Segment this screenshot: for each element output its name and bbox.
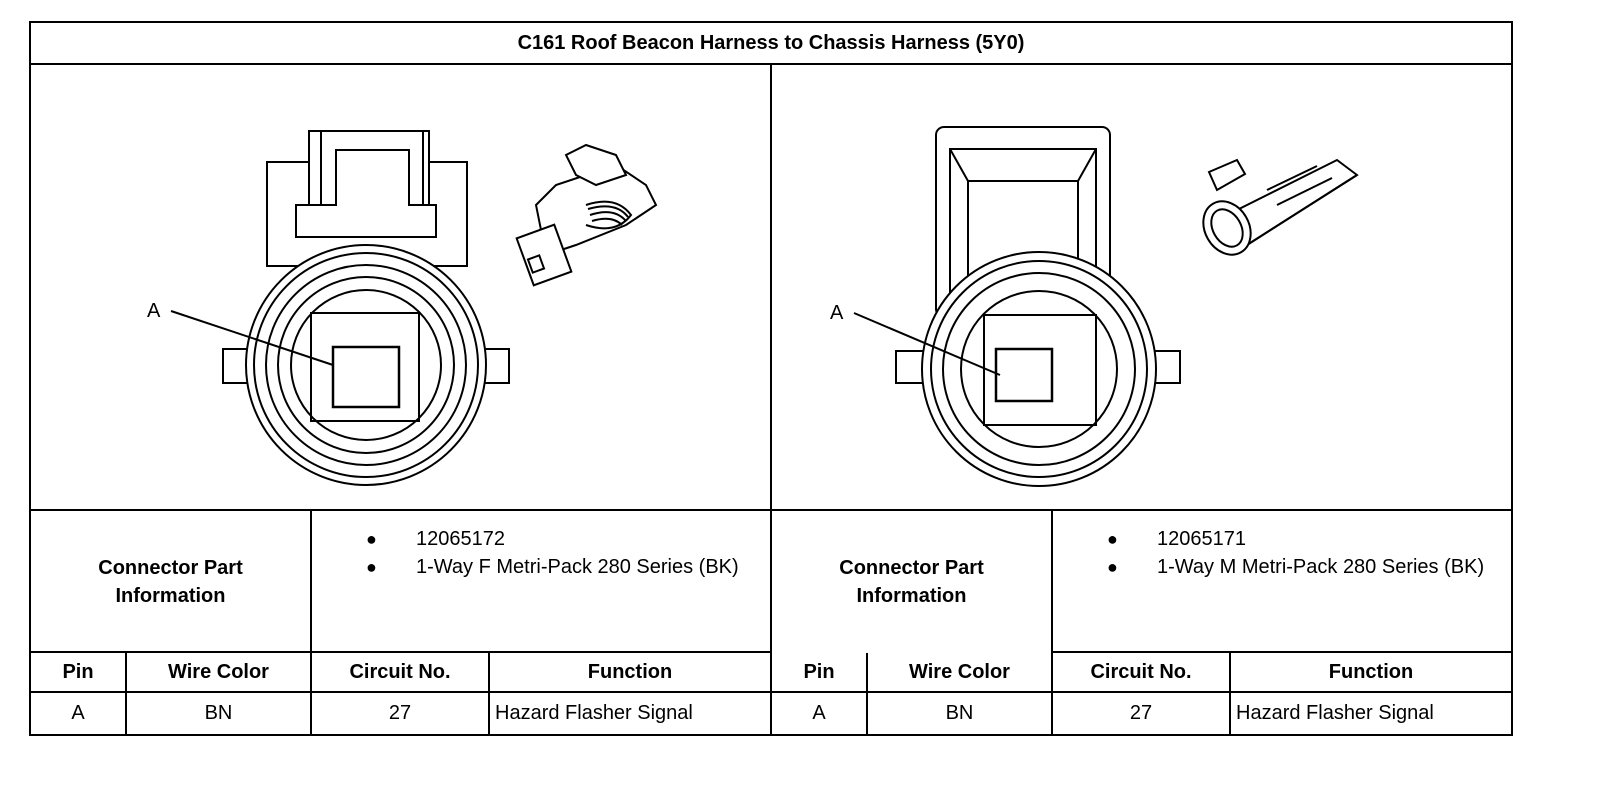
bullet-icon: ● bbox=[1107, 557, 1118, 577]
list-item: ● 12065172 bbox=[312, 525, 770, 553]
right-connector-drawing: A bbox=[772, 65, 1511, 511]
right-part-info-list: ● 12065171 ● 1-Way M Metri-Pack 280 Series… bbox=[1053, 511, 1511, 653]
bullet-icon: ● bbox=[366, 529, 377, 549]
left-header-function: Function bbox=[490, 653, 772, 693]
table-cell-circuit: 27 bbox=[312, 693, 490, 734]
left-part-description: 1-Way F Metri-Pack 280 Series (BK) bbox=[416, 556, 739, 578]
right-connector-part-label: Connector Part Information bbox=[772, 511, 1053, 653]
right-header-circuit: Circuit No. bbox=[1053, 653, 1231, 693]
table-cell-function: Hazard Flasher Signal bbox=[1236, 702, 1434, 724]
right-header-function: Function bbox=[1231, 653, 1511, 693]
table-cell-circuit: 27 bbox=[1053, 693, 1231, 734]
table-cell-wire-color: BN bbox=[127, 693, 312, 734]
table-cell-pin: A bbox=[31, 693, 127, 734]
female-connector-illustration: A bbox=[147, 130, 658, 486]
table-cell-wire-color: BN bbox=[868, 693, 1053, 734]
page-title: C161 Roof Beacon Harness to Chassis Harn… bbox=[31, 23, 1511, 65]
bullet-icon: ● bbox=[366, 557, 377, 577]
pin-a-callout: A bbox=[830, 302, 844, 324]
left-part-number: 12065172 bbox=[416, 528, 505, 550]
right-header-wire-color: Wire Color bbox=[868, 653, 1053, 693]
left-header-circuit: Circuit No. bbox=[312, 653, 490, 693]
connector-sheet: C161 Roof Beacon Harness to Chassis Harn… bbox=[29, 21, 1513, 736]
pin-a-callout: A bbox=[147, 300, 161, 322]
list-item: ● 12065171 bbox=[1053, 525, 1511, 553]
left-header-pin: Pin bbox=[31, 653, 127, 693]
right-part-description: 1-Way M Metri-Pack 280 Series (BK) bbox=[1157, 556, 1485, 578]
left-part-info-list: ● 12065172 ● 1-Way F Metri-Pack 280 Series… bbox=[312, 511, 772, 653]
right-part-number: 12065171 bbox=[1157, 528, 1246, 550]
bullet-icon: ● bbox=[1107, 529, 1118, 549]
table-cell-function: Hazard Flasher Signal bbox=[490, 693, 772, 734]
left-connector-part-label-text: Connector Part Information bbox=[98, 557, 243, 607]
right-header-pin: Pin bbox=[772, 653, 868, 693]
left-header-wire-color: Wire Color bbox=[127, 653, 312, 693]
list-item: ● 1-Way F Metri-Pack 280 Series (BK) bbox=[312, 553, 770, 581]
right-connector-part-label-text: Connector Part Information bbox=[839, 557, 984, 607]
table-cell-pin: A bbox=[772, 693, 868, 734]
male-connector-illustration: A bbox=[830, 126, 1359, 487]
left-connector-drawing: A bbox=[31, 65, 772, 511]
left-connector-part-label: Connector Part Information bbox=[31, 511, 312, 653]
list-item: ● 1-Way M Metri-Pack 280 Series (BK) bbox=[1053, 553, 1511, 581]
